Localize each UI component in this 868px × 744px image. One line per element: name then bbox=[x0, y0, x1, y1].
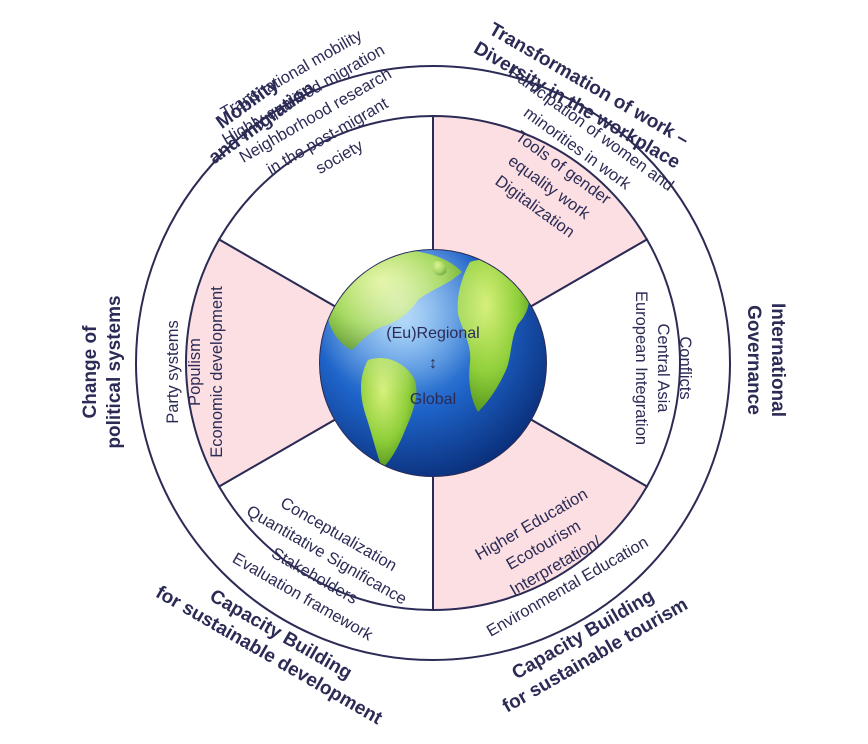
globe-label-global: Global bbox=[410, 391, 456, 408]
globe-arrow-icon: ↕ bbox=[429, 355, 437, 372]
items-political-line: Economic development bbox=[208, 286, 226, 458]
label-political-line: Change of bbox=[80, 325, 101, 419]
label-governance-line: International bbox=[767, 303, 788, 417]
globe: (Eu)Regional ↕ Global bbox=[320, 250, 546, 476]
label-governance-line: Governance bbox=[743, 305, 764, 415]
wheel bbox=[135, 65, 731, 661]
items-governance-line: Conflicts bbox=[676, 336, 694, 399]
label-governance: InternationalGovernance bbox=[743, 303, 788, 417]
items-political-line: Party systems bbox=[164, 320, 182, 424]
items-governance-line: Central Asia bbox=[654, 324, 672, 414]
items-governance-line: European Integration bbox=[632, 291, 650, 445]
wheel-outer-ring bbox=[135, 65, 731, 661]
items-political-line: Populism bbox=[186, 338, 204, 406]
label-political-line: political systems bbox=[104, 295, 125, 448]
globe-shine bbox=[320, 250, 546, 476]
items-governance: ConflictsCentral AsiaEuropean Integratio… bbox=[632, 291, 694, 445]
globe-label-regional: (Eu)Regional bbox=[386, 325, 479, 342]
